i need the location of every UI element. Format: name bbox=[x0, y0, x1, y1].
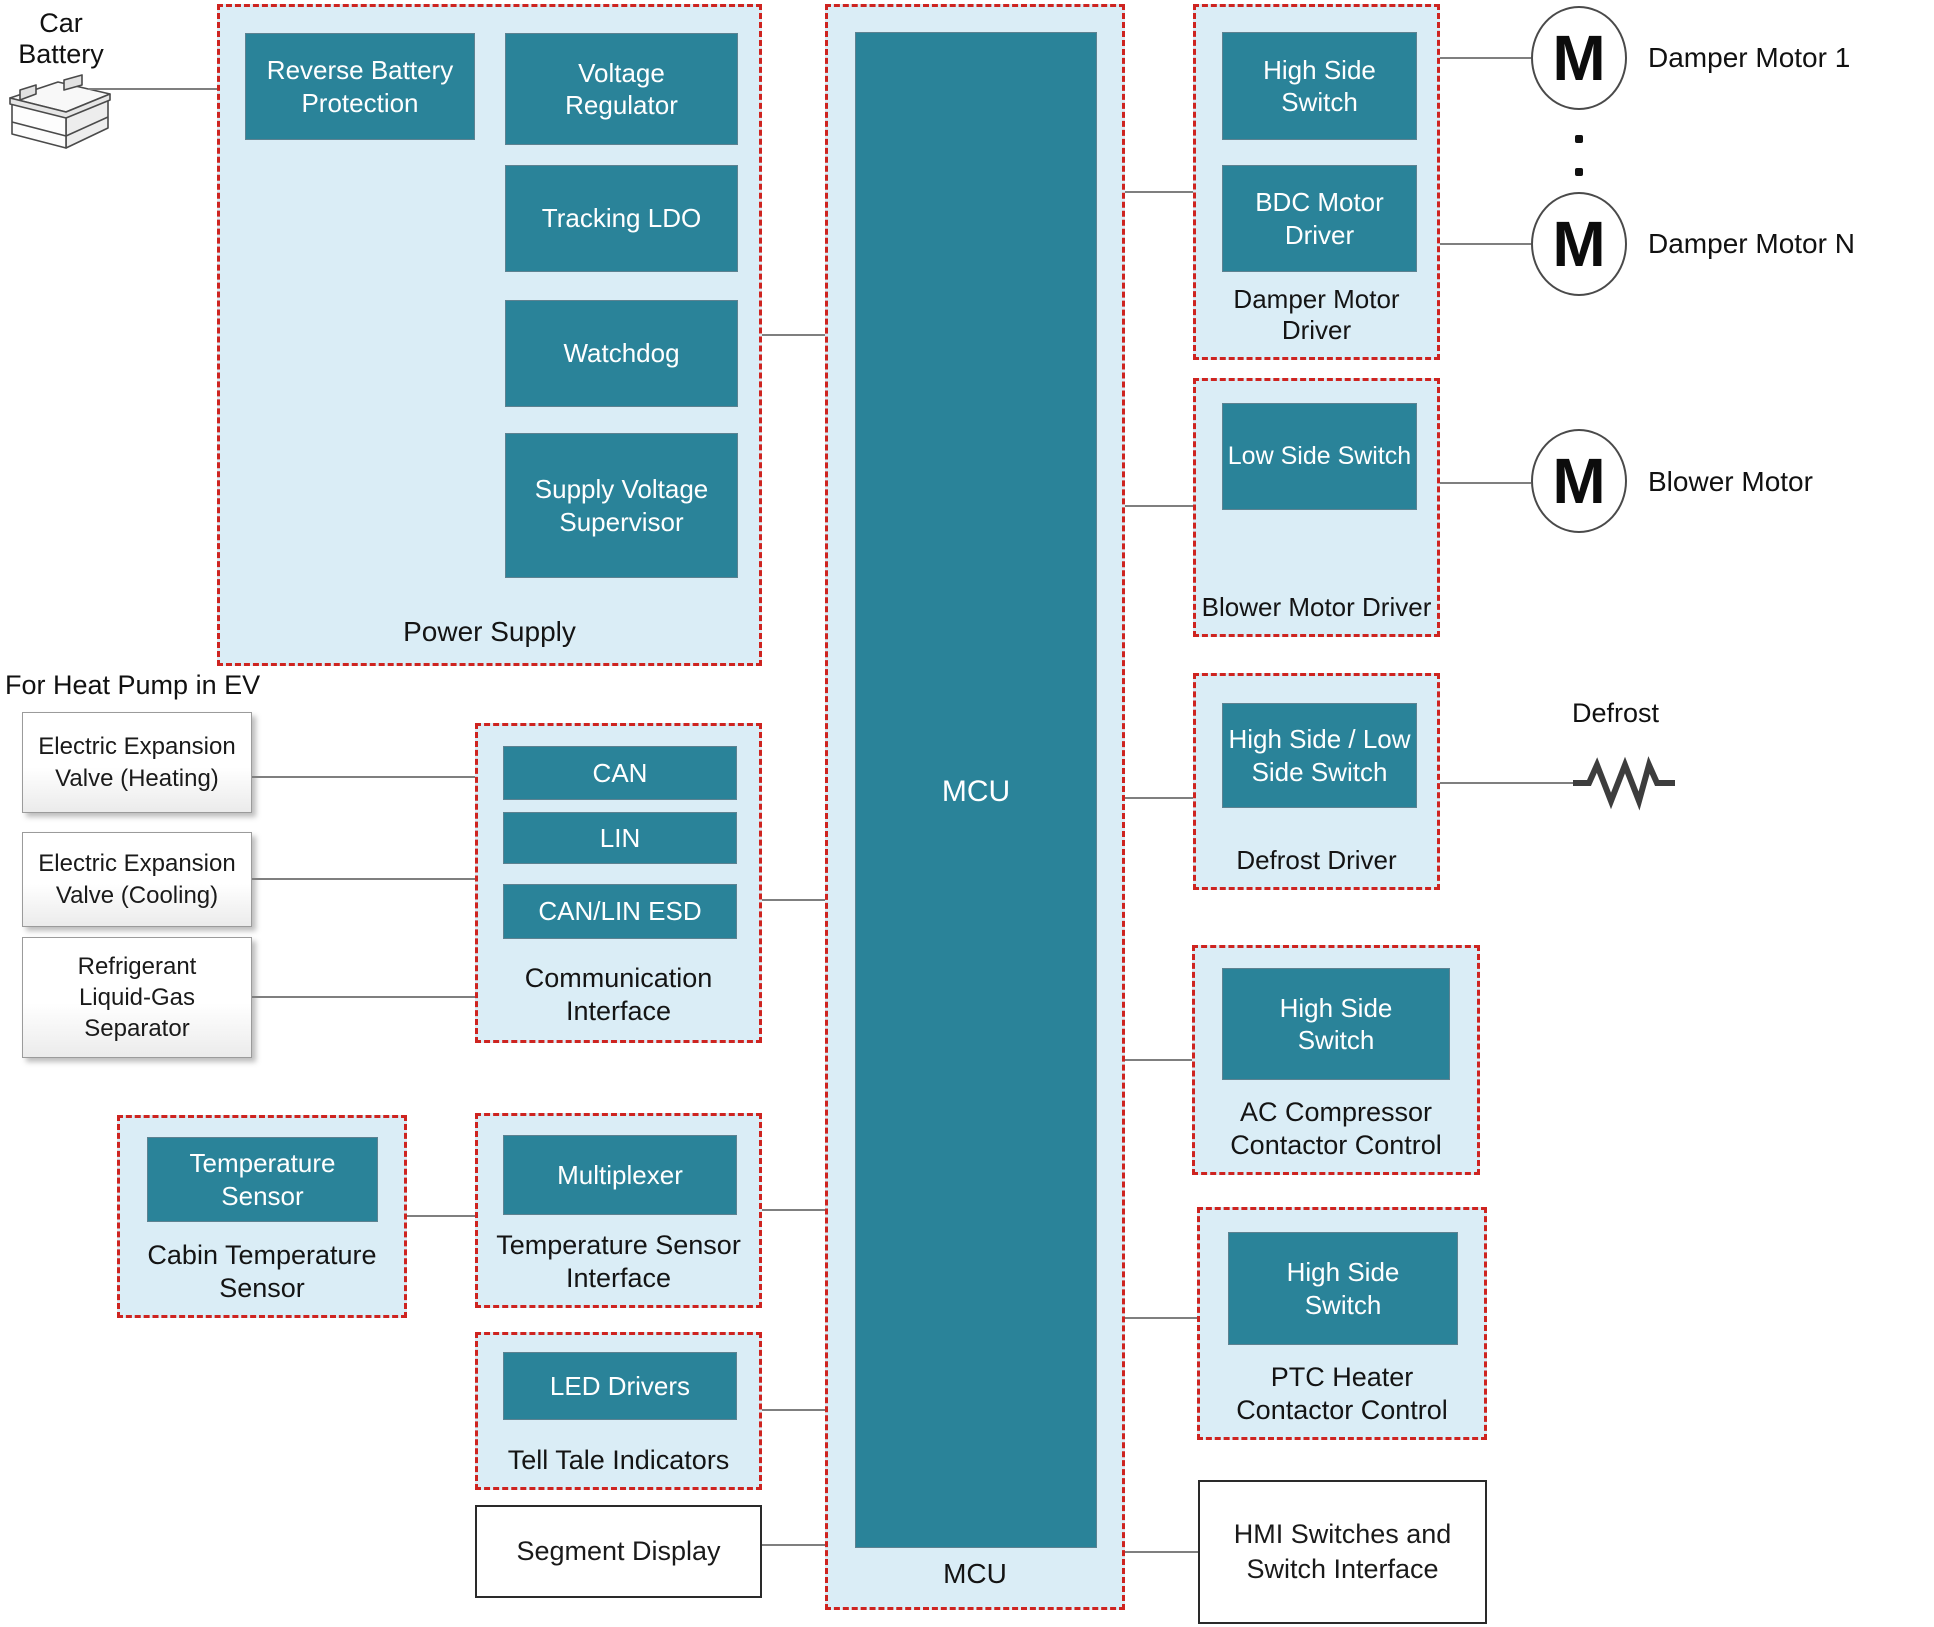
connector-line bbox=[762, 1209, 825, 1211]
multiplexer-block: Multiplexer bbox=[503, 1135, 737, 1215]
mcu-group: MCU MCU bbox=[825, 4, 1125, 1610]
ev-valve-heating-box: Electric Expansion Valve (Heating) bbox=[22, 712, 252, 813]
tracking-ldo-block: Tracking LDO bbox=[505, 165, 738, 272]
communication-group: CAN LIN CAN/LIN ESD Communication Interf… bbox=[475, 723, 762, 1043]
connector-line bbox=[252, 776, 475, 778]
reverse-battery-protection-block: Reverse Battery Protection bbox=[245, 33, 475, 140]
defrost-driver-group: High Side / Low Side Switch Defrost Driv… bbox=[1193, 673, 1440, 890]
communication-label: Communication Interface bbox=[524, 963, 713, 1027]
damper-motor-1-icon: M bbox=[1531, 6, 1627, 110]
defrost-load-label: Defrost bbox=[1572, 698, 1660, 728]
connector-line bbox=[407, 1215, 475, 1217]
can-block: CAN bbox=[503, 746, 737, 800]
connector-line bbox=[762, 334, 825, 336]
ev-valve-cooling-box: Electric Expansion Valve (Cooling) bbox=[22, 832, 252, 927]
led-drivers-block: LED Drivers bbox=[503, 1352, 737, 1420]
car-battery-icon bbox=[4, 58, 116, 167]
temp-interface-group: Multiplexer Temperature Sensor Interface bbox=[475, 1113, 762, 1308]
damper-motor-n-icon: M bbox=[1531, 192, 1627, 296]
ptc-heater-label: PTC Heater Contactor Control bbox=[1236, 1362, 1448, 1426]
connector-line bbox=[1440, 782, 1577, 784]
ptc-high-side-switch-block: High Side Switch bbox=[1228, 1232, 1458, 1345]
resistor-icon bbox=[1573, 753, 1677, 818]
supply-voltage-supervisor-block: Supply Voltage Supervisor bbox=[505, 433, 738, 578]
low-side-switch-block: Low Side Switch bbox=[1222, 403, 1417, 510]
connector-line bbox=[1125, 1551, 1198, 1553]
lin-block: LIN bbox=[503, 812, 737, 864]
can-lin-esd-block: CAN/LIN ESD bbox=[503, 884, 737, 939]
watchdog-block: Watchdog bbox=[505, 300, 738, 407]
connector-line bbox=[88, 88, 217, 90]
connector-line bbox=[1125, 1317, 1197, 1319]
hmi-box: HMI Switches and Switch Interface bbox=[1198, 1480, 1487, 1624]
ac-compressor-label: AC Compressor Contactor Control bbox=[1230, 1097, 1442, 1161]
damper-driver-group: High Side Switch BDC Motor Driver Damper… bbox=[1193, 4, 1440, 360]
car-battery-label: Car Battery bbox=[18, 8, 104, 70]
connector-line bbox=[252, 996, 475, 998]
bdc-motor-driver-block: BDC Motor Driver bbox=[1222, 165, 1417, 272]
ellipsis-dot bbox=[1575, 135, 1583, 143]
segment-display-box: Segment Display bbox=[475, 1505, 762, 1598]
blower-driver-label: Blower Motor Driver bbox=[1201, 592, 1432, 623]
connector-line bbox=[762, 1409, 825, 1411]
damper-motor-1-label: Damper Motor 1 bbox=[1648, 42, 1851, 73]
connector-line bbox=[1440, 57, 1531, 59]
damper-high-side-switch-block: High Side Switch bbox=[1222, 32, 1417, 140]
ac-compressor-group: High Side Switch AC Compressor Contactor… bbox=[1192, 945, 1480, 1175]
tell-tale-group: LED Drivers Tell Tale Indicators bbox=[475, 1332, 762, 1490]
blower-driver-group: Low Side Switch Blower Motor Driver bbox=[1193, 378, 1440, 637]
connector-line bbox=[762, 1544, 825, 1546]
high-low-side-switch-block: High Side / Low Side Switch bbox=[1222, 703, 1417, 808]
connector-line bbox=[762, 899, 825, 901]
defrost-driver-label: Defrost Driver bbox=[1236, 845, 1397, 876]
mcu-chip-label: MCU bbox=[941, 775, 1011, 808]
cabin-sensor-label: Cabin Temperature Sensor bbox=[147, 1240, 377, 1304]
connector-line bbox=[1440, 482, 1531, 484]
damper-motor-n-label: Damper Motor N bbox=[1648, 228, 1855, 259]
tell-tale-label: Tell Tale Indicators bbox=[507, 1445, 730, 1476]
connector-line bbox=[252, 878, 475, 880]
ptc-heater-group: High Side Switch PTC Heater Contactor Co… bbox=[1197, 1207, 1487, 1440]
heat-pump-note: For Heat Pump in EV bbox=[5, 670, 261, 700]
connector-line bbox=[1440, 243, 1531, 245]
mcu-label: MCU bbox=[943, 1557, 1007, 1589]
blower-motor-label: Blower Motor bbox=[1648, 466, 1813, 497]
connector-line bbox=[1125, 797, 1193, 799]
connector-line bbox=[1125, 191, 1193, 193]
ac-high-side-switch-block: High Side Switch bbox=[1222, 968, 1450, 1080]
connector-line bbox=[1125, 505, 1193, 507]
mcu-chip: MCU bbox=[855, 32, 1097, 1548]
temperature-sensor-block: Temperature Sensor bbox=[147, 1137, 378, 1222]
ellipsis-dot bbox=[1575, 168, 1583, 176]
power-supply-label: Power Supply bbox=[403, 615, 576, 647]
temp-interface-label: Temperature Sensor Interface bbox=[496, 1230, 741, 1294]
voltage-regulator-block: Voltage Regulator bbox=[505, 33, 738, 145]
power-supply-group: Reverse Battery Protection Voltage Regul… bbox=[217, 4, 762, 666]
cabin-sensor-group: Temperature Sensor Cabin Temperature Sen… bbox=[117, 1115, 407, 1318]
damper-driver-label: Damper Motor Driver bbox=[1233, 283, 1400, 346]
refrigerant-separator-box: Refrigerant Liquid-Gas Separator bbox=[22, 937, 252, 1058]
blower-motor-icon: M bbox=[1531, 429, 1627, 533]
connector-line bbox=[1125, 1059, 1192, 1061]
